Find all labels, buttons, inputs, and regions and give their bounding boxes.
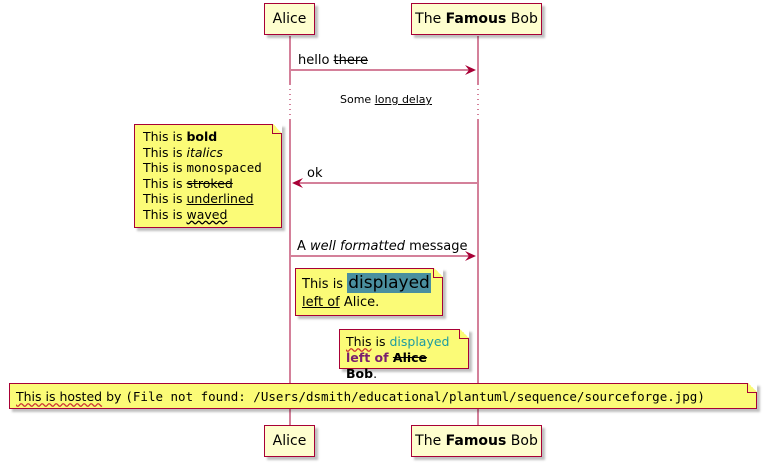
note-fold-icon — [747, 383, 757, 393]
participant-bob-label: The Famous Bob — [415, 11, 538, 27]
message-2-label: ok — [307, 166, 323, 181]
note-hosted: This is hosted by (File not found: /User… — [9, 383, 757, 409]
note-line-underlined: This is underlined — [143, 191, 254, 206]
note-displayed: This is displayed left of Alice. — [295, 268, 443, 316]
note-line-waved: This is waved — [143, 206, 228, 222]
note-line-mono: This is monospaced — [143, 160, 262, 175]
note-line-stroked: This is stroked — [143, 175, 233, 191]
participant-bob-label: The Famous Bob — [415, 433, 538, 449]
note-fold-icon — [459, 329, 469, 339]
participant-bob-bottom[interactable]: The Famous Bob — [411, 425, 542, 457]
note-formatting: This is bold This is italics This is mon… — [134, 124, 282, 228]
message-3-arrowhead — [465, 251, 476, 261]
participant-alice-label: Alice — [272, 11, 307, 27]
participant-alice-top[interactable]: Alice — [264, 3, 315, 35]
message-1-arrowhead — [465, 65, 476, 75]
message-2-arrowhead — [292, 178, 303, 188]
note-fold-icon — [272, 124, 282, 134]
note-line-italics: This is italics — [143, 144, 223, 160]
highlighted-text: displayed — [347, 273, 431, 293]
note-colored: This is displayed left of Alice Bob. — [339, 329, 469, 381]
participant-alice-bottom[interactable]: Alice — [264, 425, 315, 457]
note-line-bold: This is bold — [143, 129, 218, 144]
message-3-label: A well formatted message — [297, 239, 468, 254]
message-1-label: hello there — [298, 53, 368, 68]
delay-label: Some long delay — [340, 93, 432, 106]
participant-bob-top[interactable]: The Famous Bob — [411, 3, 542, 35]
participant-alice-label: Alice — [272, 433, 307, 449]
note-fold-icon — [433, 268, 443, 278]
